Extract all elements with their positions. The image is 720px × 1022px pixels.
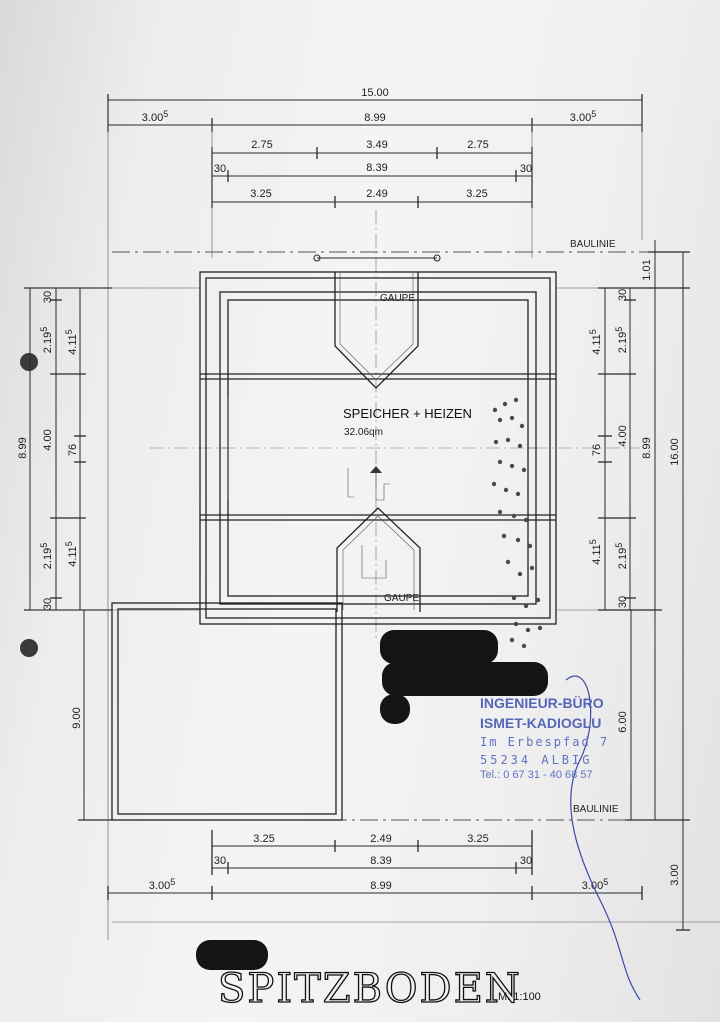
dim-r4-mid: 2.49 — [366, 188, 387, 200]
dormer-top — [313, 254, 441, 389]
dim-bot-r1-right: 3.25 — [467, 833, 488, 845]
dim-right-2195-top: 2.195 — [614, 327, 629, 353]
dim-r3-mid: 8.39 — [366, 162, 387, 174]
dim-left-2195-top: 2.195 — [39, 327, 54, 353]
punch-hole-bottom — [20, 639, 38, 657]
sheet-scale: M. 1:100 — [498, 991, 541, 1003]
dim-top-left: 3.005 — [142, 109, 168, 124]
dim-left-4115-top: 4.115 — [64, 329, 79, 355]
stamp-line-1: INGENIEUR-BÜRO — [480, 695, 604, 711]
dim-right-4115-bot: 4.115 — [588, 539, 603, 565]
dim-bot-r2-left: 30 — [214, 855, 226, 867]
dim-right-1600: 16.00 — [669, 438, 681, 466]
dim-right-899: 8.99 — [641, 437, 653, 458]
redaction — [196, 630, 548, 970]
dim-r4-left: 3.25 — [250, 188, 271, 200]
dim-r2-mid: 3.49 — [366, 139, 387, 151]
left-dimension-chains — [24, 287, 200, 821]
dim-bot-r2-mid: 8.39 — [370, 855, 391, 867]
dim-bot-middle: 8.99 — [370, 880, 391, 892]
dim-right-76: 76 — [591, 444, 603, 456]
dim-bot-right: 3.005 — [582, 877, 608, 892]
lower-outline — [111, 602, 343, 821]
dim-r2-right: 2.75 — [467, 139, 488, 151]
dormer-top-label: GAUPE — [380, 293, 415, 304]
right-dimension-labels: 1.01 30 4.115 2.195 4.00 76 4.115 2.195 … — [588, 259, 681, 885]
dormer-bottom-label: GAUPE — [384, 593, 419, 604]
engineer-stamp: INGENIEUR-BÜRO ISMET-KADIOGLU Im Erbespf… — [480, 695, 609, 781]
baulinie-top-label: BAULINIE — [570, 239, 616, 250]
left-dimension-labels: 8.99 30 2.195 4.115 4.00 76 2.195 4.115 … — [17, 291, 83, 729]
right-dimension-chains — [556, 240, 690, 931]
dim-right-bot30: 30 — [617, 596, 629, 608]
punch-hole-top — [20, 353, 38, 371]
dim-left-400: 4.00 — [42, 429, 54, 450]
dim-top-right: 3.005 — [570, 109, 596, 124]
dim-bot-r1-left: 3.25 — [253, 833, 274, 845]
pencil-marks — [491, 397, 543, 649]
bottom-dimension-chains — [107, 830, 720, 923]
baulinie-bottom-label: BAULINIE — [573, 804, 619, 815]
building-outline — [199, 271, 557, 625]
dim-left-2195-bot: 2.195 — [39, 543, 54, 569]
room-area: 32.06qm — [344, 427, 383, 438]
stamp-line-5: Tel.: 0 67 31 - 40 68 57 — [480, 769, 593, 781]
dim-left-lower: 9.00 — [71, 707, 83, 728]
dim-r2-left: 2.75 — [251, 139, 272, 151]
dim-right-600: 6.00 — [617, 711, 629, 732]
dim-left-76: 76 — [67, 444, 79, 456]
dim-right-4115-top: 4.115 — [588, 329, 603, 355]
top-dimension-chains — [107, 94, 643, 940]
dim-right-top30: 30 — [617, 289, 629, 301]
dim-r3-right: 30 — [520, 163, 532, 175]
stair-symbol — [347, 468, 354, 498]
dim-right-400: 4.00 — [617, 425, 629, 446]
dim-r3-left: 30 — [214, 163, 226, 175]
dim-left-top30: 30 — [42, 291, 54, 303]
dim-left-bot30: 30 — [42, 598, 54, 610]
dormer-bottom — [336, 507, 421, 612]
dim-top-overall: 15.00 — [361, 87, 389, 99]
dim-r4-right: 3.25 — [466, 188, 487, 200]
dim-right-300: 3.00 — [669, 864, 681, 885]
dim-bot-r2-right: 30 — [520, 855, 532, 867]
dim-top-middle: 8.99 — [364, 112, 385, 124]
dim-left-4115-bot: 4.115 — [64, 541, 79, 567]
dim-bot-left: 3.005 — [149, 877, 175, 892]
dim-left-overall: 8.99 — [17, 437, 29, 458]
dim-right-101: 1.01 — [641, 259, 653, 280]
sheet-title: SPITZBODEN — [218, 966, 522, 1012]
signature — [565, 675, 641, 1001]
stamp-line-4: 55234 ALBIG — [480, 753, 592, 767]
dim-bot-r1-mid: 2.49 — [370, 833, 391, 845]
dim-right-2195-bot: 2.195 — [614, 543, 629, 569]
stamp-line-3: Im Erbespfad 7 — [480, 735, 609, 749]
room-name: SPEICHER + HEIZEN — [343, 406, 472, 421]
stamp-line-2: ISMET-KADIOGLU — [480, 715, 601, 731]
